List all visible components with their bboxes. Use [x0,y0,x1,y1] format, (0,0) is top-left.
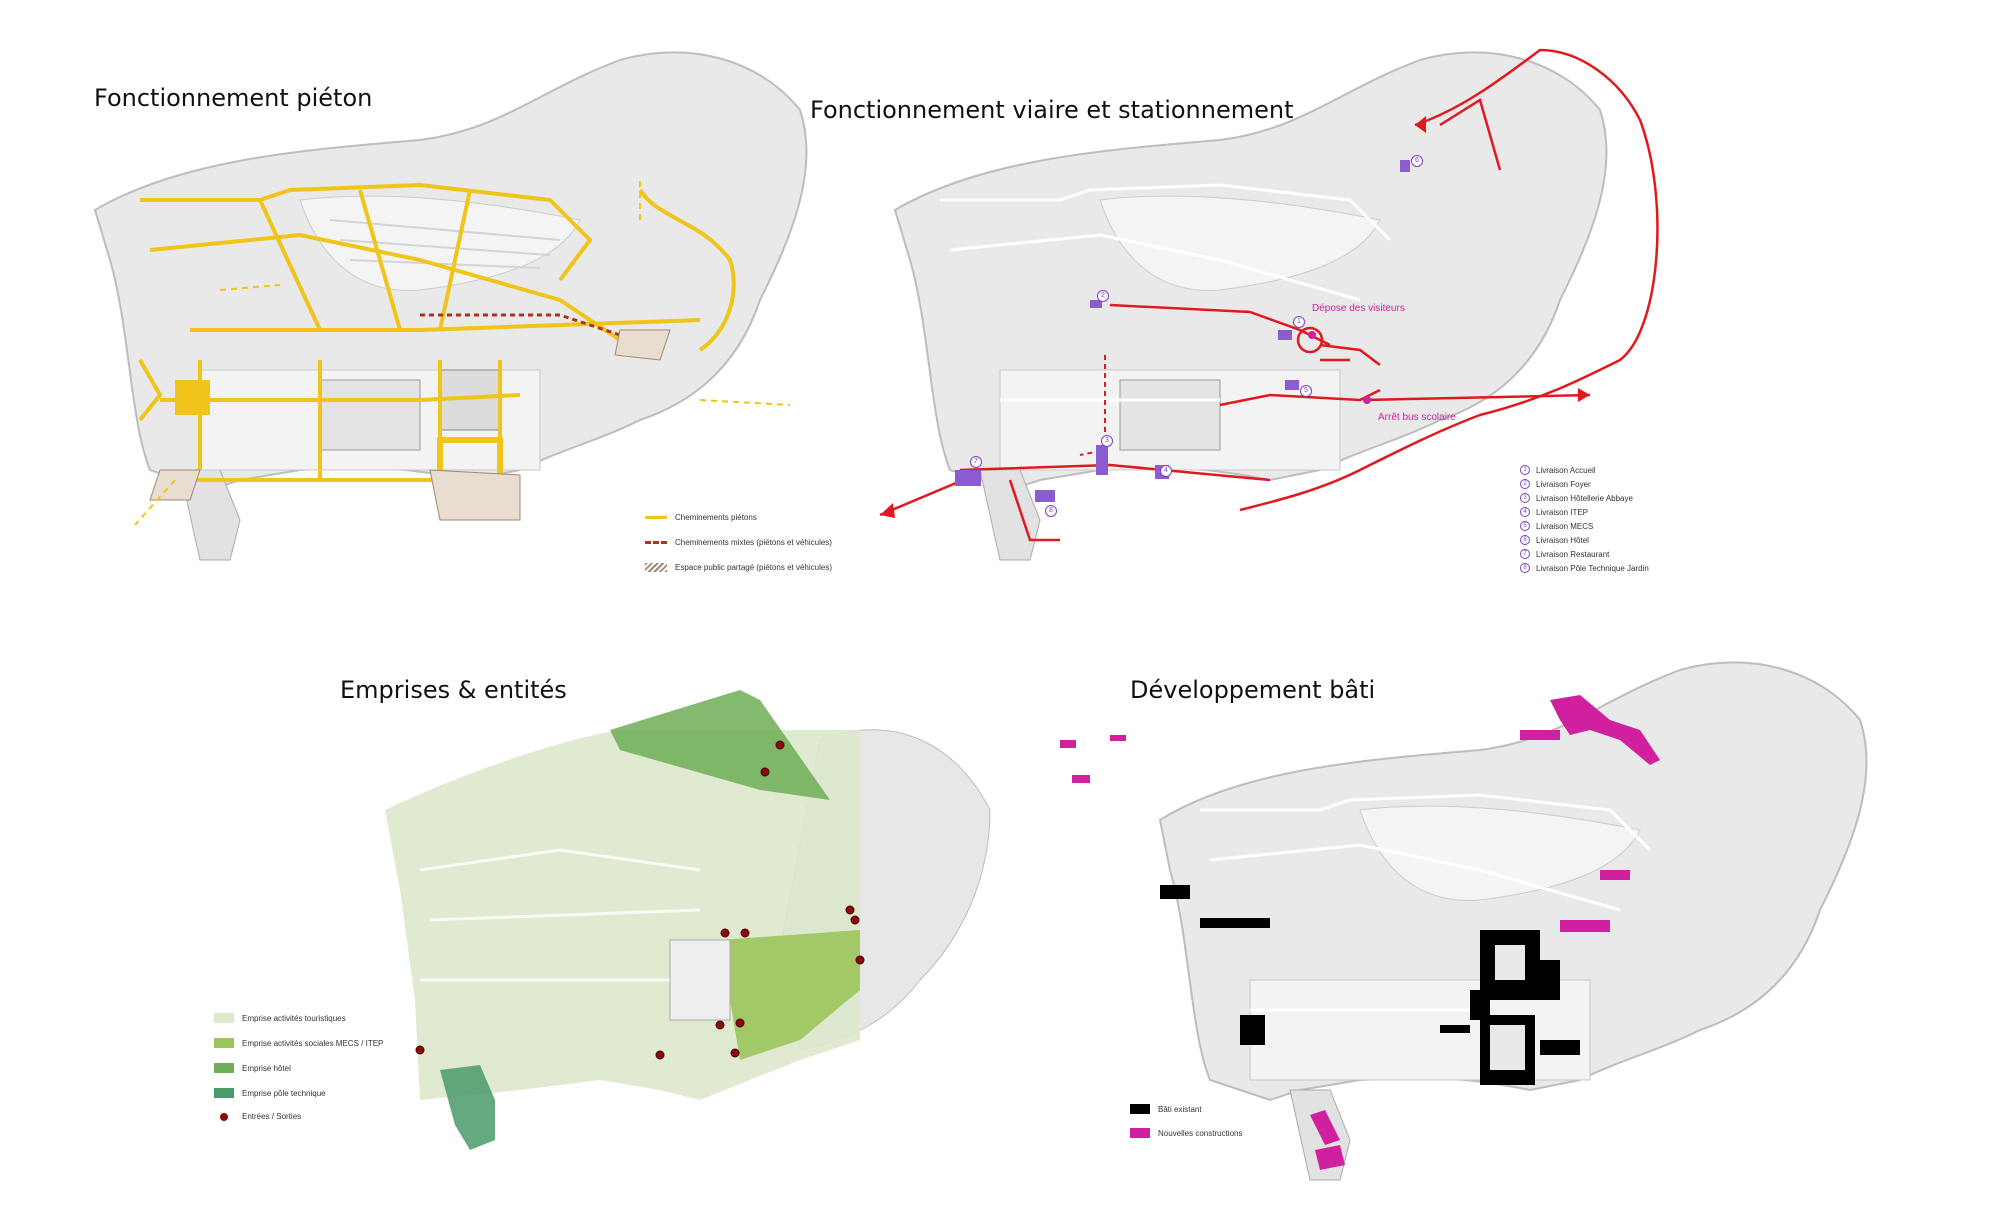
legend-item-new: Nouvelles constructions [1130,1128,1242,1138]
legend-item-2: 2 Livraison Foyer [1520,479,1591,489]
dashed-line-symbol [645,541,667,544]
legend-item-pedestrian: Cheminements piétons [645,513,757,522]
marker-1: 1 [1293,316,1305,328]
new-buildings [1060,695,1660,1170]
zone-social [720,930,860,1060]
panel-bati: Développement bâti Bâti existant Nouvell… [1000,620,2000,1231]
legend-item-5: 5 Livraison MECS [1520,521,1593,531]
legend-item-mixed: Cheminements mixtes (piétons et véhicule… [645,538,832,547]
marker-7: 7 [970,456,982,468]
delivery-zones [955,160,1410,502]
panel-pieton: Fonctionnement piéton Cheminements piéto… [0,0,1000,600]
plaza-block [175,380,210,415]
marker-4: 4 [1160,465,1172,477]
zone-hotel [610,690,830,800]
abbey-block [669,939,731,1021]
legend-item-4: 4 Livraison ITEP [1520,507,1588,517]
legend-viaire: 1 Livraison Accueil 2 Livraison Foyer 3 … [1520,465,1700,580]
panel-title: Emprises & entités [340,676,567,704]
legend-item-shared: Espace public partagé (piétons et véhicu… [645,563,832,572]
legend-item-touristic: Emprise activités touristiques [214,1013,346,1023]
marker-8: 8 [1045,505,1057,517]
panel-emprises: Emprises & entités Emprise activités tou… [0,620,1000,1231]
legend-item-technical: Emprise pôle technique [214,1088,326,1098]
legend-item-3: 3 Livraison Hôtellerie Abbaye [1520,493,1633,503]
legend-item-social: Emprise activités sociales MECS / ITEP [214,1038,383,1048]
legend-item-7: 7 Livraison Restaurant [1520,549,1609,559]
panel-title: Fonctionnement viaire et stationnement [810,96,1294,124]
marker-5: 5 [1300,385,1312,397]
shared-space [149,329,671,521]
marker-3: 3 [1101,435,1113,447]
site-plan-bati [1060,661,1868,1181]
label-arret-bus: Arrêt bus scolaire [1378,412,1456,423]
zone-technical [440,1065,495,1150]
panel-title: Développement bâti [1130,676,1376,704]
panel-title: Fonctionnement piéton [94,84,373,112]
legend-item-entries: Entrées / Sorties [214,1112,301,1121]
site-lines [419,848,701,982]
site-base [893,51,1608,561]
road-network [879,48,1659,542]
legend-item-hotel: Emprise hôtel [214,1063,291,1073]
panel-viaire: Fonctionnement viaire et stationnement D… [810,0,2000,600]
site-plan-emprises [385,690,991,1150]
label-depose: Dépose des visiteurs [1312,303,1405,314]
solid-line-symbol [645,516,667,519]
legend-item-existing: Bâti existant [1130,1104,1202,1114]
dashed-arrows [134,180,791,526]
marker-6: 6 [1411,155,1423,167]
arrow-heads [880,116,1590,518]
mixed-paths [420,313,621,337]
entry-points [415,740,865,1060]
site-plan-pieton [93,51,808,561]
site-plan-viaire [879,48,1659,561]
legend-item-8: 8 Livraison Pôle Technique Jardin [1520,563,1649,573]
legend-item-6: 6 Livraison Hôtel [1520,535,1589,545]
legend-item-1: 1 Livraison Accueil [1520,465,1596,475]
drop-points [1308,331,1371,404]
marker-2: 2 [1097,290,1109,302]
hatch-symbol [645,563,667,572]
existing-buildings [1160,885,1580,1085]
